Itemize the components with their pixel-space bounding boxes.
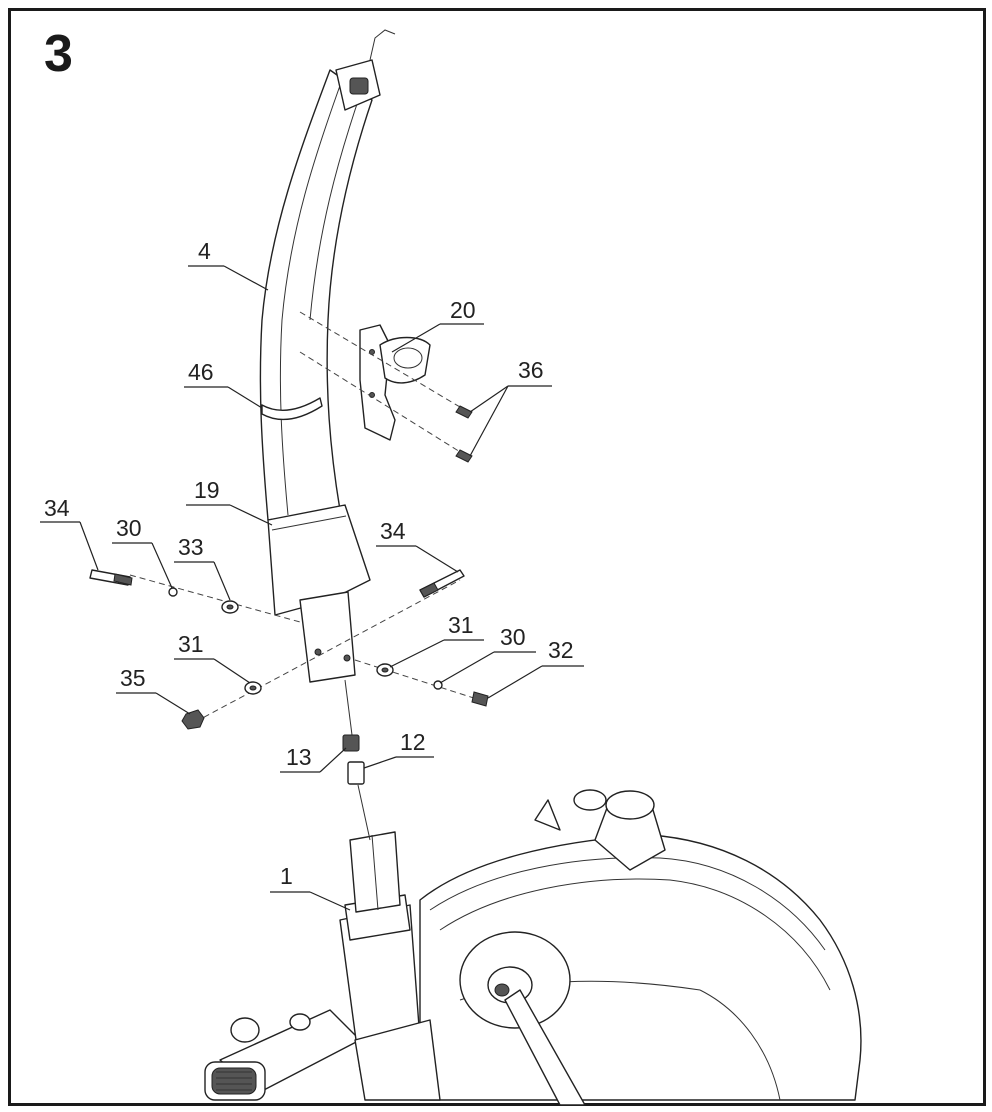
callout-30-left: 30 [112, 515, 173, 589]
svg-text:36: 36 [518, 357, 544, 383]
callout-35: 35 [116, 665, 191, 715]
screws-part-36 [299, 311, 473, 463]
svg-text:34: 34 [44, 495, 70, 521]
upright-tube-part-4 [259, 29, 396, 521]
svg-text:13: 13 [286, 744, 312, 770]
svg-text:19: 19 [194, 477, 220, 503]
svg-text:30: 30 [500, 624, 526, 650]
svg-text:4: 4 [198, 238, 211, 264]
bike-frame-part-1 [204, 789, 862, 1106]
svg-text:30: 30 [116, 515, 142, 541]
svg-text:32: 32 [548, 637, 574, 663]
callout-46: 46 [184, 359, 263, 409]
callout-1: 1 [270, 863, 351, 911]
callout-19: 19 [186, 477, 273, 526]
callout-31-right: 31 [389, 612, 484, 668]
svg-text:31: 31 [178, 631, 204, 657]
svg-text:33: 33 [178, 534, 204, 560]
callout-32: 32 [487, 637, 584, 699]
callout-31-left: 31 [174, 631, 251, 684]
callout-20: 20 [391, 297, 484, 353]
svg-text:12: 12 [400, 729, 426, 755]
svg-text:34: 34 [380, 518, 406, 544]
callout-13: 13 [280, 744, 347, 773]
callout-30-right: 30 [439, 624, 536, 684]
step-number: 3 [44, 25, 73, 83]
callout-4: 4 [188, 238, 269, 291]
svg-text:1: 1 [280, 863, 293, 889]
left-bolt-stack [89, 569, 461, 730]
svg-text:31: 31 [448, 612, 474, 638]
cable-connectors [342, 679, 371, 841]
svg-text:46: 46 [188, 359, 214, 385]
callout-12: 12 [363, 729, 434, 769]
protective-ring-part-46 [261, 397, 323, 421]
callout-33: 33 [174, 534, 231, 601]
diagram-frame [8, 8, 986, 1106]
svg-text:35: 35 [120, 665, 146, 691]
bottle-holder-part-20 [359, 324, 431, 441]
callout-36: 36 [469, 357, 552, 457]
callout-34-left: 34 [40, 495, 99, 571]
right-bolt-stack [354, 569, 489, 707]
callout-34-right: 34 [376, 518, 459, 573]
shroud-part-19 [267, 504, 371, 616]
svg-text:20: 20 [450, 297, 476, 323]
